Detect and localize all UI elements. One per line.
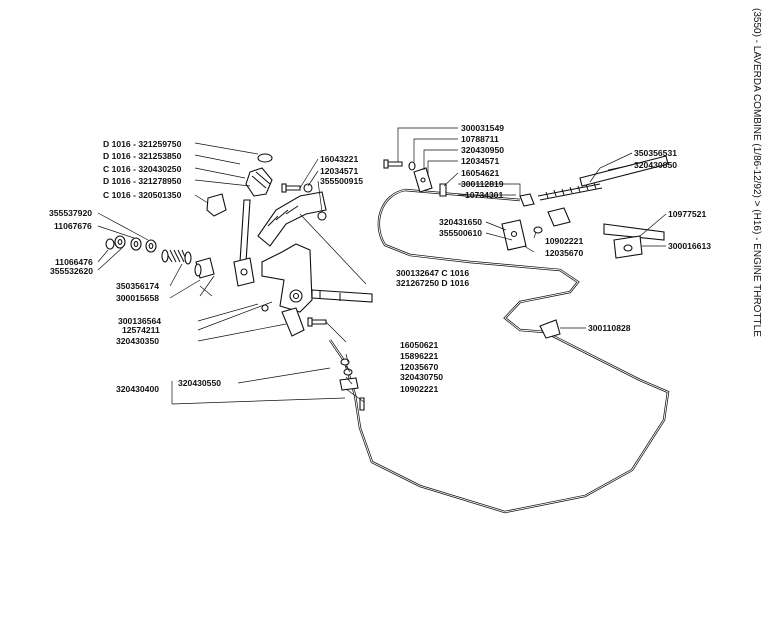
upper-linkage-hardware [383, 159, 571, 251]
leader-lines [97, 127, 667, 405]
part-label: 300015658 [116, 293, 159, 303]
washer [343, 368, 353, 376]
part-label: 355500610 [439, 228, 482, 238]
rod-arm [603, 223, 665, 241]
cable-clamp [281, 307, 305, 337]
part-label: C 1016 - 320501350 [103, 190, 182, 200]
knob-bushing [206, 193, 227, 217]
pivot-shaft [311, 289, 373, 303]
part-labels: D 1016 - 321259750 D 1016 - 321253850 C … [49, 123, 711, 394]
part-label: 10734301 [465, 190, 503, 200]
bolt [439, 183, 447, 197]
part-label: 11066476 [55, 257, 93, 267]
part-label: C 1016 - 320430250 [103, 164, 182, 174]
main-throttle-cable [329, 339, 670, 514]
part-label: 350356531 [634, 148, 677, 158]
part-label: 320430850 [634, 160, 677, 170]
part-label: 355537920 [49, 208, 92, 218]
return-spring [537, 183, 603, 201]
part-label: 10977521 [668, 209, 706, 219]
throttle-lever-assembly [206, 153, 273, 287]
clamp [539, 319, 561, 339]
clip [339, 377, 359, 391]
part-label: 300031549 [461, 123, 504, 133]
part-label: 10902221 [545, 236, 583, 246]
part-label: D 1016 - 321253850 [103, 151, 182, 161]
part-label: 320431650 [439, 217, 482, 227]
bolt [285, 185, 301, 191]
part-label: D 1016 - 321259750 [103, 139, 182, 149]
part-label: 321267250 D 1016 [396, 278, 469, 288]
part-label: 300132647 C 1016 [396, 268, 469, 278]
bolt [387, 161, 403, 167]
part-label: 12034571 [320, 166, 358, 176]
part-label: 320430950 [461, 145, 504, 155]
washer [533, 226, 543, 234]
part-label: 12035670 [545, 248, 583, 258]
part-label: 355500915 [320, 176, 363, 186]
part-label: 12035670 [400, 362, 438, 372]
part-label: 11067676 [54, 221, 92, 231]
part-label: 300110828 [588, 323, 631, 333]
part-label: 10788711 [461, 134, 499, 144]
part-label: 16050621 [400, 340, 438, 350]
part-label: 320430400 [116, 384, 159, 394]
part-label: 12574211 [122, 325, 160, 335]
part-label: D 1016 - 321278950 [103, 176, 182, 186]
part-label: 10902221 [400, 384, 438, 394]
part-label: 300016613 [668, 241, 711, 251]
part-label: 16043221 [320, 154, 358, 164]
diagram-title: (3550) - LAVERDA COMBINE (1/86-12/92) > … [751, 8, 762, 337]
part-label: 300112819 [461, 179, 504, 189]
washer [105, 238, 115, 250]
centre-fasteners [281, 183, 365, 411]
part-label: 320430750 [400, 372, 443, 382]
washer [340, 358, 350, 366]
cable-end [519, 193, 535, 207]
washer [408, 161, 416, 171]
throttle-bracket [257, 183, 373, 337]
main-bracket [261, 243, 313, 313]
part-label: 320430350 [116, 336, 159, 346]
left-hardware-cluster [105, 235, 215, 279]
fork-block [547, 207, 571, 227]
bolt [311, 319, 327, 325]
sector-plate [257, 191, 327, 247]
part-label: 12034571 [461, 156, 499, 166]
throttle-rod [579, 155, 669, 187]
part-label: 350356174 [116, 281, 159, 291]
part-label: 16054621 [461, 168, 499, 178]
part-label: 320430550 [178, 378, 221, 388]
knob-cap [257, 153, 273, 163]
lever-stem [239, 199, 251, 263]
return-spring-assembly [537, 155, 669, 339]
part-label: 15896221 [400, 351, 438, 361]
part-label: 300136564 [118, 316, 161, 326]
spring [161, 249, 192, 265]
part-label: 355532620 [50, 266, 93, 276]
